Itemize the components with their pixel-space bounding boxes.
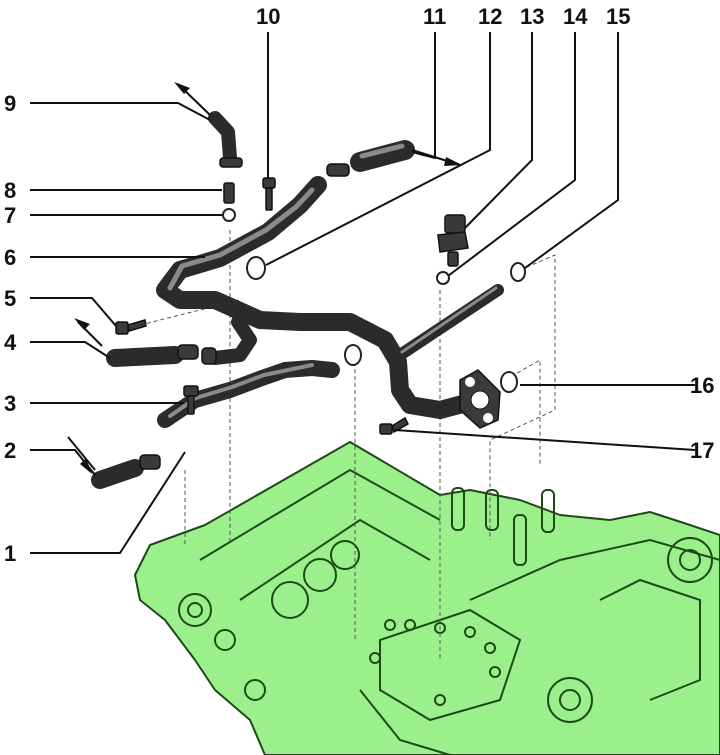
callout-2: 2: [4, 438, 16, 463]
callout-7: 7: [4, 203, 16, 228]
o-ring-15: [510, 262, 526, 282]
upper-hose-9: [208, 111, 243, 168]
callout-1: 1: [4, 541, 16, 566]
o-ring-pipe: [344, 344, 362, 366]
callout-10: 10: [256, 4, 280, 29]
leader-lines: [30, 32, 696, 554]
bolt-17: [379, 416, 409, 435]
callout-13: 13: [520, 4, 544, 29]
callout-16: 16: [690, 373, 714, 398]
bolt-8: [223, 182, 235, 204]
callout-6: 6: [4, 245, 16, 270]
callout-11: 11: [423, 4, 446, 29]
hose-4: [106, 344, 217, 367]
callout-12: 12: [478, 4, 502, 29]
bolt-3: [183, 385, 199, 415]
callout-15: 15: [606, 4, 630, 29]
callout-5: 5: [4, 286, 16, 311]
bolt-5: [115, 319, 147, 335]
bolt-10: [262, 177, 276, 211]
callout-9: 9: [4, 91, 16, 116]
hose-11: [326, 140, 415, 177]
sender-13: [437, 214, 469, 267]
hose-2: [91, 454, 161, 489]
o-ring-7: [222, 208, 236, 222]
callout-8: 8: [4, 178, 16, 203]
flange-plate: [459, 369, 501, 429]
o-ring-16: [500, 371, 518, 393]
main-coolant-pipe-6: [156, 176, 504, 428]
callout-14: 14: [563, 4, 588, 29]
o-ring-12: [246, 256, 266, 280]
callout-4: 4: [4, 330, 17, 355]
callout-17: 17: [690, 438, 714, 463]
callout-3: 3: [4, 391, 16, 416]
callout-labels: 1 2 3 4 5 6 7 8 9 10 11 12 13 14 15 16 1…: [4, 4, 714, 566]
arrow-heads: [74, 82, 462, 474]
engine-block: [134, 441, 720, 755]
seal-14: [436, 271, 450, 285]
